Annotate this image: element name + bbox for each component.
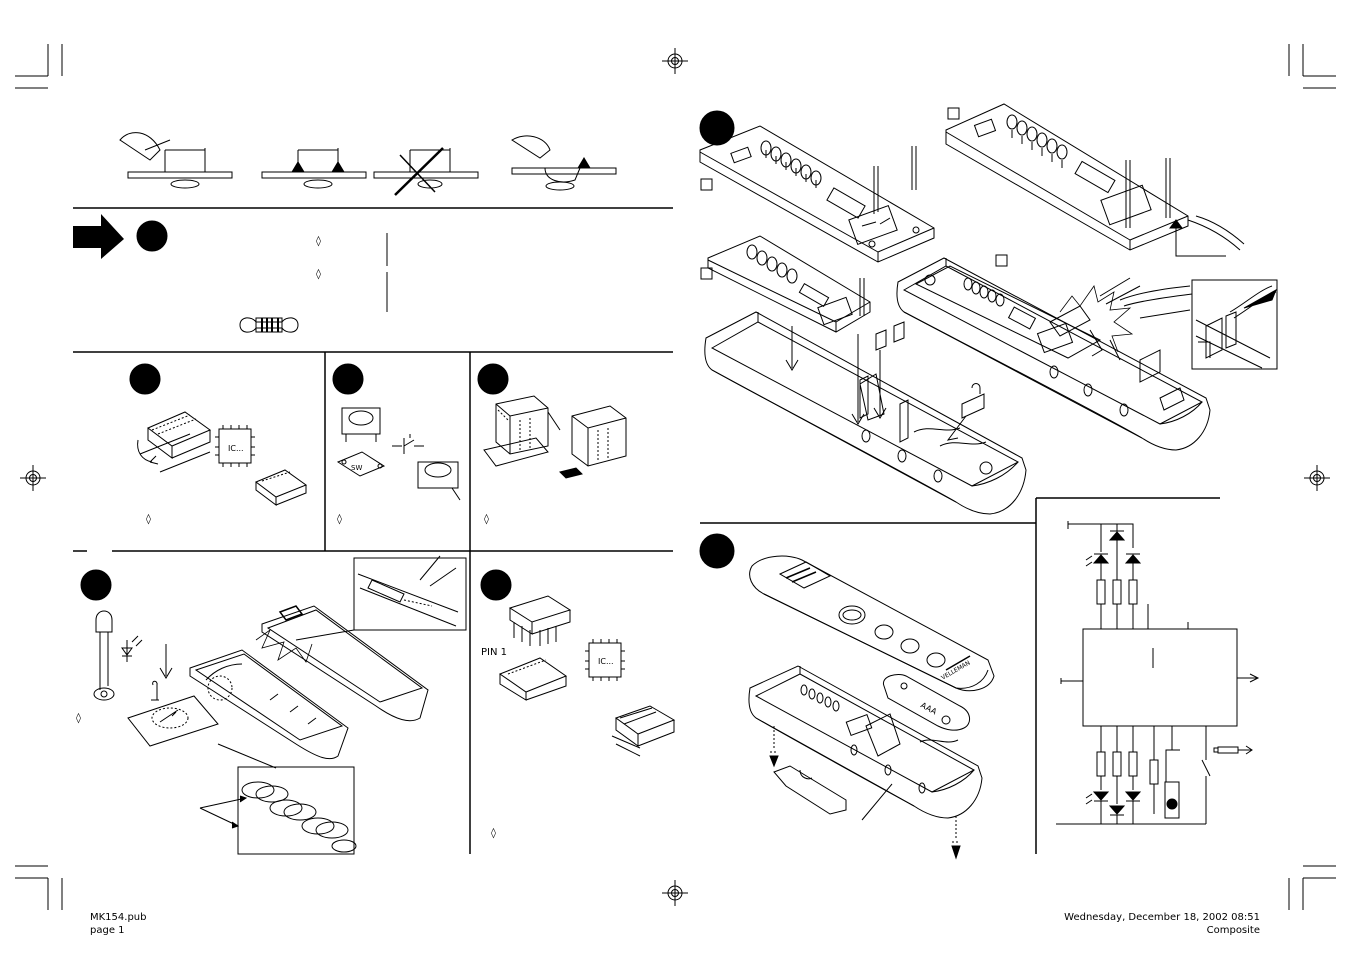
relay-drawing xyxy=(483,395,627,479)
step-bullet-8 xyxy=(699,533,735,569)
arrow-icon xyxy=(73,214,124,259)
step-bullet-4 xyxy=(477,363,509,395)
ic-label-2: IC... xyxy=(598,657,614,666)
ic-drawing xyxy=(498,595,676,757)
step-bullet-5 xyxy=(80,569,112,601)
registration-targets xyxy=(20,48,1330,906)
footer-filename: MK154.pub xyxy=(90,912,147,923)
step-bullet-3 xyxy=(332,363,364,395)
ic-label-1: IC... xyxy=(228,444,244,453)
pcb-board-2 xyxy=(945,103,1245,257)
footer-page: page 1 xyxy=(90,925,125,936)
housing-2 xyxy=(896,257,1211,451)
step-bullet-2 xyxy=(129,363,161,395)
zoom-box-right xyxy=(1191,279,1278,370)
footer-composite: Composite xyxy=(1206,925,1260,936)
section-rules-right xyxy=(700,497,1220,854)
section-rules-left xyxy=(73,207,673,854)
diamond-note-7: ◊ xyxy=(491,828,496,839)
step-bullet-1 xyxy=(136,220,168,252)
diamond-note-4: ◊ xyxy=(337,514,342,525)
option-boxes xyxy=(700,107,1008,280)
svg-text:SW: SW xyxy=(351,464,362,472)
crop-marks xyxy=(15,44,1336,910)
diamond-note-2: ◊ xyxy=(316,269,321,280)
push-switch-drawing: SW xyxy=(336,407,461,501)
diamond-note-5: ◊ xyxy=(484,514,489,525)
diamond-note-1: ◊ xyxy=(316,236,321,247)
footer-date: Wednesday, December 18, 2002 08:51 xyxy=(1064,912,1260,923)
housing-1 xyxy=(704,311,1027,515)
led-housing-drawing xyxy=(93,555,467,855)
schematic xyxy=(1056,521,1260,825)
soldering-hints xyxy=(119,132,617,196)
remote-assembly xyxy=(748,555,995,860)
step-bullet-7 xyxy=(699,110,735,146)
ic-socket-drawing xyxy=(137,411,308,506)
diamond-note-6: ◊ xyxy=(76,713,81,724)
resistor-table xyxy=(239,233,388,333)
pcb-board-1 xyxy=(699,125,935,263)
step-bullet-6 xyxy=(480,569,512,601)
pin1-label: PIN 1 xyxy=(481,647,508,658)
pcb-board-3 xyxy=(707,235,871,333)
diamond-note-3: ◊ xyxy=(146,514,151,525)
